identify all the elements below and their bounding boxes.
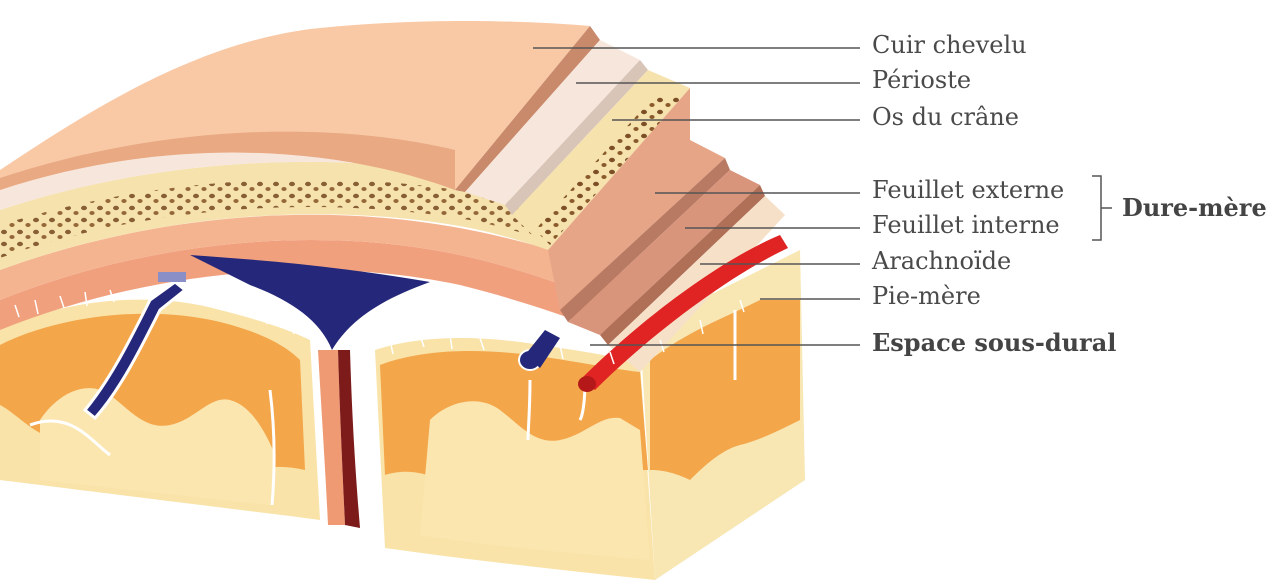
artery <box>580 235 788 390</box>
label-pie-mere: Pie-mère <box>872 282 981 310</box>
periosteum-step <box>465 40 640 205</box>
leader-lines <box>533 47 860 346</box>
vein-right-body <box>525 330 560 368</box>
dura-inner-step <box>568 170 760 335</box>
label-espace-sous-dural: Espace sous-dural <box>872 328 1117 357</box>
arachnoid-band <box>0 240 640 345</box>
label-dure-mere: Dure-mère <box>1122 193 1267 222</box>
label-feuillet-interne: Feuillet interne <box>872 211 1060 239</box>
dura-bracket <box>1092 175 1112 241</box>
vein-left <box>82 280 188 421</box>
label-feuillet-externe: Feuillet externe <box>872 176 1065 204</box>
sagittal-sinus <box>190 255 430 350</box>
brain-white-right <box>420 401 650 560</box>
dura-outer-edge <box>560 158 730 322</box>
bone-pores <box>0 179 547 258</box>
scalp-edge <box>455 26 600 192</box>
label-arachnoide: Arachnoïde <box>872 247 1012 275</box>
falx-cerebri <box>318 350 345 525</box>
dura-outer-step <box>548 88 725 310</box>
dura-band <box>0 214 640 315</box>
artery-end <box>578 376 596 392</box>
bone-step-pores <box>535 95 685 245</box>
label-cuir-chevelu: Cuir chevelu <box>872 31 1027 59</box>
dura-inner-edge <box>600 185 765 345</box>
sulcus-lines <box>29 310 737 506</box>
periosteum-edge <box>505 60 648 215</box>
brain-white-left <box>40 388 275 505</box>
scalp-underside <box>0 131 455 190</box>
falx-dark <box>338 350 360 528</box>
trabeculae <box>14 289 745 365</box>
label-os-du-crane: Os du crâne <box>872 103 1019 131</box>
vein-left-cap <box>158 272 186 282</box>
label-perioste: Périoste <box>872 66 972 94</box>
